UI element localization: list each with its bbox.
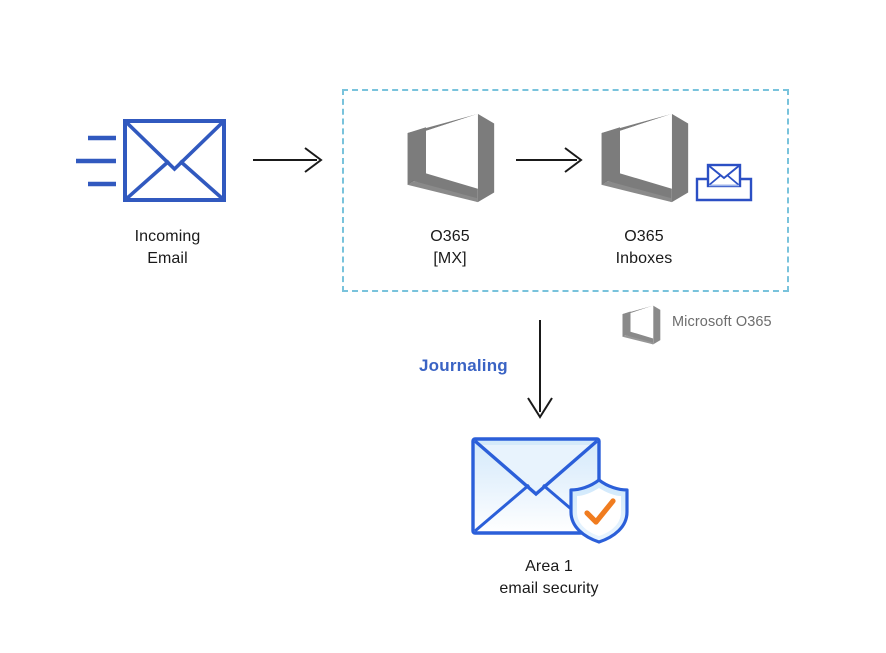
incoming-email-node: [70, 112, 235, 212]
o365-boundary-group: [342, 89, 789, 292]
incoming-email-label: Incoming Email: [134, 228, 201, 267]
inbox-tray-icon: [694, 161, 754, 203]
journaling-edge-label: Journaling: [419, 356, 508, 375]
o365-mx-node: [402, 110, 498, 206]
o365-inboxes-label: O365 Inboxes: [615, 228, 673, 267]
area1-node: [466, 432, 632, 544]
envelope-icon: [76, 119, 226, 202]
office365-icon: [407, 113, 495, 203]
area1-label: Area 1 email security: [499, 558, 599, 597]
office365-icon: [601, 113, 689, 203]
arrow-inboxes-to-area1: [522, 320, 558, 424]
arrow-mx-to-inboxes: [516, 145, 588, 175]
legend-item-microsoft-o365: [618, 304, 664, 346]
secure-envelope-shield-icon: [471, 437, 629, 544]
legend-label-microsoft-o365: Microsoft O365: [672, 314, 772, 330]
o365-inboxes-node: [596, 110, 692, 206]
arrow-incoming-to-mx: [253, 145, 328, 175]
office365-icon: [622, 305, 661, 345]
o365-mx-label: O365 [MX]: [430, 228, 470, 267]
